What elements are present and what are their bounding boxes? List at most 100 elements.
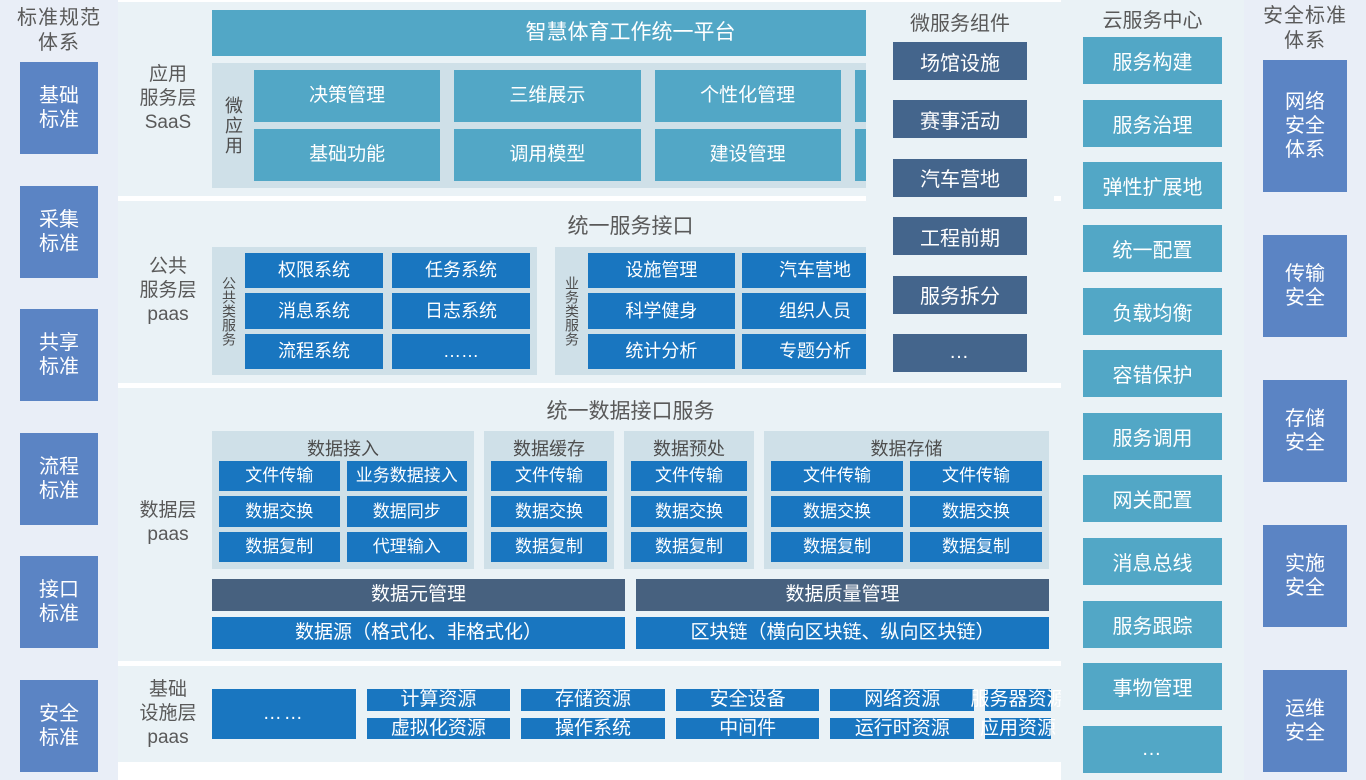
data-cache-group: 数据缓存 文件传输 数据交换 数据复制	[484, 431, 614, 569]
cloud-service-item-more[interactable]: …	[1083, 725, 1222, 773]
infra-item[interactable]: 服务器资源	[970, 688, 1066, 711]
data-storage-grid: 文件传输 文件传输 数据交换 数据交换 数据复制 数据复制	[771, 461, 1042, 562]
data-preprocess-group: 数据预处 文件传输 数据交换 数据复制	[624, 431, 754, 569]
standards-item-sharing[interactable]: 共享标准	[20, 309, 98, 402]
standards-title-line2: 体系	[38, 32, 80, 54]
microservice-item[interactable]: 场馆设施	[893, 42, 1027, 80]
business-service-item[interactable]: 专题分析	[741, 333, 889, 369]
data-access-item[interactable]: 代理输入	[346, 531, 467, 562]
data-access-item[interactable]: 数据同步	[346, 496, 467, 527]
security-item-implementation[interactable]: 实施安全	[1263, 525, 1347, 627]
microservice-item-more[interactable]: …	[893, 333, 1027, 372]
standards-title-line1: 标准规范	[17, 7, 101, 29]
infra-item-more[interactable]: ……	[212, 688, 356, 740]
cloud-service-item[interactable]: 服务构建	[1083, 37, 1222, 84]
infrastructure-grid: 计算资源 存储资源 安全设备 网络资源 服务器资源 …… 虚拟化资源 操作系统 …	[212, 688, 1066, 740]
data-source-bar[interactable]: 数据源（格式化、非格式化）	[212, 617, 625, 649]
data-access-item[interactable]: 数据交换	[219, 496, 340, 527]
standards-item-basic[interactable]: 基础标准	[20, 62, 98, 154]
standards-item-process[interactable]: 流程标准	[20, 432, 98, 525]
business-service-item[interactable]: 组织人员	[741, 293, 889, 329]
public-class-service-grid: 权限系统 任务系统 消息系统 日志系统 流程系统 ……	[245, 253, 530, 369]
micro-app-item[interactable]: 三维展示	[454, 70, 641, 122]
cloud-service-item[interactable]: 容错保护	[1083, 350, 1222, 398]
cloud-service-item[interactable]: 消息总线	[1083, 538, 1222, 585]
business-service-item[interactable]: 统计分析	[588, 333, 735, 369]
public-service-item[interactable]: 日志系统	[392, 293, 530, 329]
blockchain-bar[interactable]: 区块链（横向区块链、纵向区块链）	[636, 617, 1049, 649]
data-access-item[interactable]: 文件传输	[219, 461, 340, 492]
security-item-transmission[interactable]: 传输安全	[1263, 235, 1347, 337]
public-service-item[interactable]: 消息系统	[245, 293, 383, 329]
infra-item[interactable]: 操作系统	[521, 717, 665, 740]
metadata-management-bar[interactable]: 数据元管理	[212, 579, 625, 611]
infra-item[interactable]: 安全设备	[675, 688, 820, 711]
business-service-item[interactable]: 科学健身	[588, 293, 735, 329]
security-item-operations[interactable]: 运维安全	[1263, 670, 1347, 772]
data-storage-item[interactable]: 数据交换	[771, 496, 903, 527]
public-service-item-more[interactable]: ……	[392, 333, 530, 369]
public-class-service-vertical-label: 公共类服务	[221, 276, 237, 346]
security-item-storage[interactable]: 存储安全	[1263, 380, 1347, 482]
cloud-service-item[interactable]: 服务治理	[1083, 99, 1222, 147]
data-cache-title: 数据缓存	[513, 439, 585, 459]
data-storage-item[interactable]: 文件传输	[771, 461, 903, 492]
data-preprocess-item[interactable]: 文件传输	[631, 461, 747, 492]
datasource-bar-row: 数据源（格式化、非格式化） 区块链（横向区块链、纵向区块链）	[212, 617, 1049, 649]
data-layer-bars: 数据元管理 数据质量管理 数据源（格式化、非格式化） 区块链（横向区块链、纵向区…	[212, 579, 1049, 649]
cloud-service-item[interactable]: 弹性扩展地	[1083, 162, 1222, 210]
micro-app-item[interactable]: 基础功能	[254, 129, 441, 181]
data-preprocess-item[interactable]: 数据交换	[631, 496, 747, 527]
public-service-item[interactable]: 任务系统	[392, 253, 530, 289]
cloud-service-item[interactable]: 网关配置	[1083, 475, 1222, 523]
standards-item-interface[interactable]: 接口标准	[20, 556, 98, 649]
infra-item[interactable]: 计算资源	[366, 688, 511, 711]
data-cache-item[interactable]: 文件传输	[491, 461, 607, 492]
public-class-service-group: 公共类服务 权限系统 任务系统 消息系统 日志系统 流程系统 ……	[212, 247, 537, 375]
data-access-item[interactable]: 数据复制	[219, 531, 340, 562]
public-service-item[interactable]: 流程系统	[245, 333, 383, 369]
cloud-service-item[interactable]: 统一配置	[1083, 224, 1222, 272]
microservice-item[interactable]: 赛事活动	[893, 100, 1027, 139]
public-service-item[interactable]: 权限系统	[245, 253, 383, 289]
infra-item[interactable]: 中间件	[675, 717, 820, 740]
cloud-column-title: 云服务中心	[1102, 10, 1203, 32]
standards-column-title: 标准规范 体系	[17, 6, 101, 56]
standards-item-collection[interactable]: 采集标准	[20, 185, 98, 278]
business-service-item[interactable]: 设施管理	[588, 253, 735, 289]
data-access-item[interactable]: 业务数据接入	[346, 461, 467, 492]
security-item-network[interactable]: 网络安全体系	[1263, 60, 1347, 192]
micro-app-item[interactable]: 决策管理	[254, 70, 441, 122]
data-cache-item[interactable]: 数据复制	[491, 531, 607, 562]
data-storage-item[interactable]: 数据复制	[910, 531, 1042, 562]
microservice-components-column: 微服务组件 场馆设施 赛事活动 汽车营地 工程前期 服务拆分 …	[866, 2, 1054, 380]
cloud-service-item[interactable]: 负载均衡	[1083, 287, 1222, 335]
micro-app-item[interactable]: 调用模型	[454, 129, 641, 181]
infra-item[interactable]: 运行时资源	[830, 717, 974, 740]
data-storage-item[interactable]: 数据交换	[910, 496, 1042, 527]
microservice-item[interactable]: 汽车营地	[893, 158, 1027, 197]
microservice-item[interactable]: 服务拆分	[893, 275, 1027, 314]
microservice-item[interactable]: 工程前期	[893, 217, 1027, 256]
cloud-service-item[interactable]: 事物管理	[1083, 663, 1222, 711]
cloud-service-item[interactable]: 服务跟踪	[1083, 600, 1222, 648]
data-layer-body: 统一数据接口服务 数据接入 文件传输 业务数据接入 数据交换 数据同步 数据复制…	[212, 393, 1053, 653]
infra-item[interactable]: 网络资源	[830, 688, 974, 711]
infra-item[interactable]: 存储资源	[521, 688, 665, 711]
unified-service-interface-title: 统一服务接口	[567, 215, 694, 238]
security-column-title: 安全标准 体系	[1263, 4, 1347, 54]
micro-app-item[interactable]: 建设管理	[654, 129, 841, 181]
standards-item-security[interactable]: 安全标准	[20, 679, 98, 772]
business-service-item[interactable]: 汽车营地	[741, 253, 889, 289]
infra-item[interactable]: 虚拟化资源	[366, 717, 511, 740]
cloud-service-item[interactable]: 服务调用	[1083, 412, 1222, 460]
data-quality-management-bar[interactable]: 数据质量管理	[636, 579, 1049, 611]
unified-data-interface-title: 统一数据接口服务	[546, 400, 715, 423]
data-cache-item[interactable]: 数据交换	[491, 496, 607, 527]
data-preprocess-item[interactable]: 数据复制	[631, 531, 747, 562]
data-storage-item[interactable]: 文件传输	[910, 461, 1042, 492]
micro-app-item[interactable]: 个性化管理	[654, 70, 841, 122]
infra-item[interactable]: 应用资源	[980, 717, 1057, 740]
data-storage-item[interactable]: 数据复制	[771, 531, 903, 562]
standards-list: 基础标准 采集标准 共享标准 流程标准 接口标准 安全标准	[0, 62, 118, 780]
